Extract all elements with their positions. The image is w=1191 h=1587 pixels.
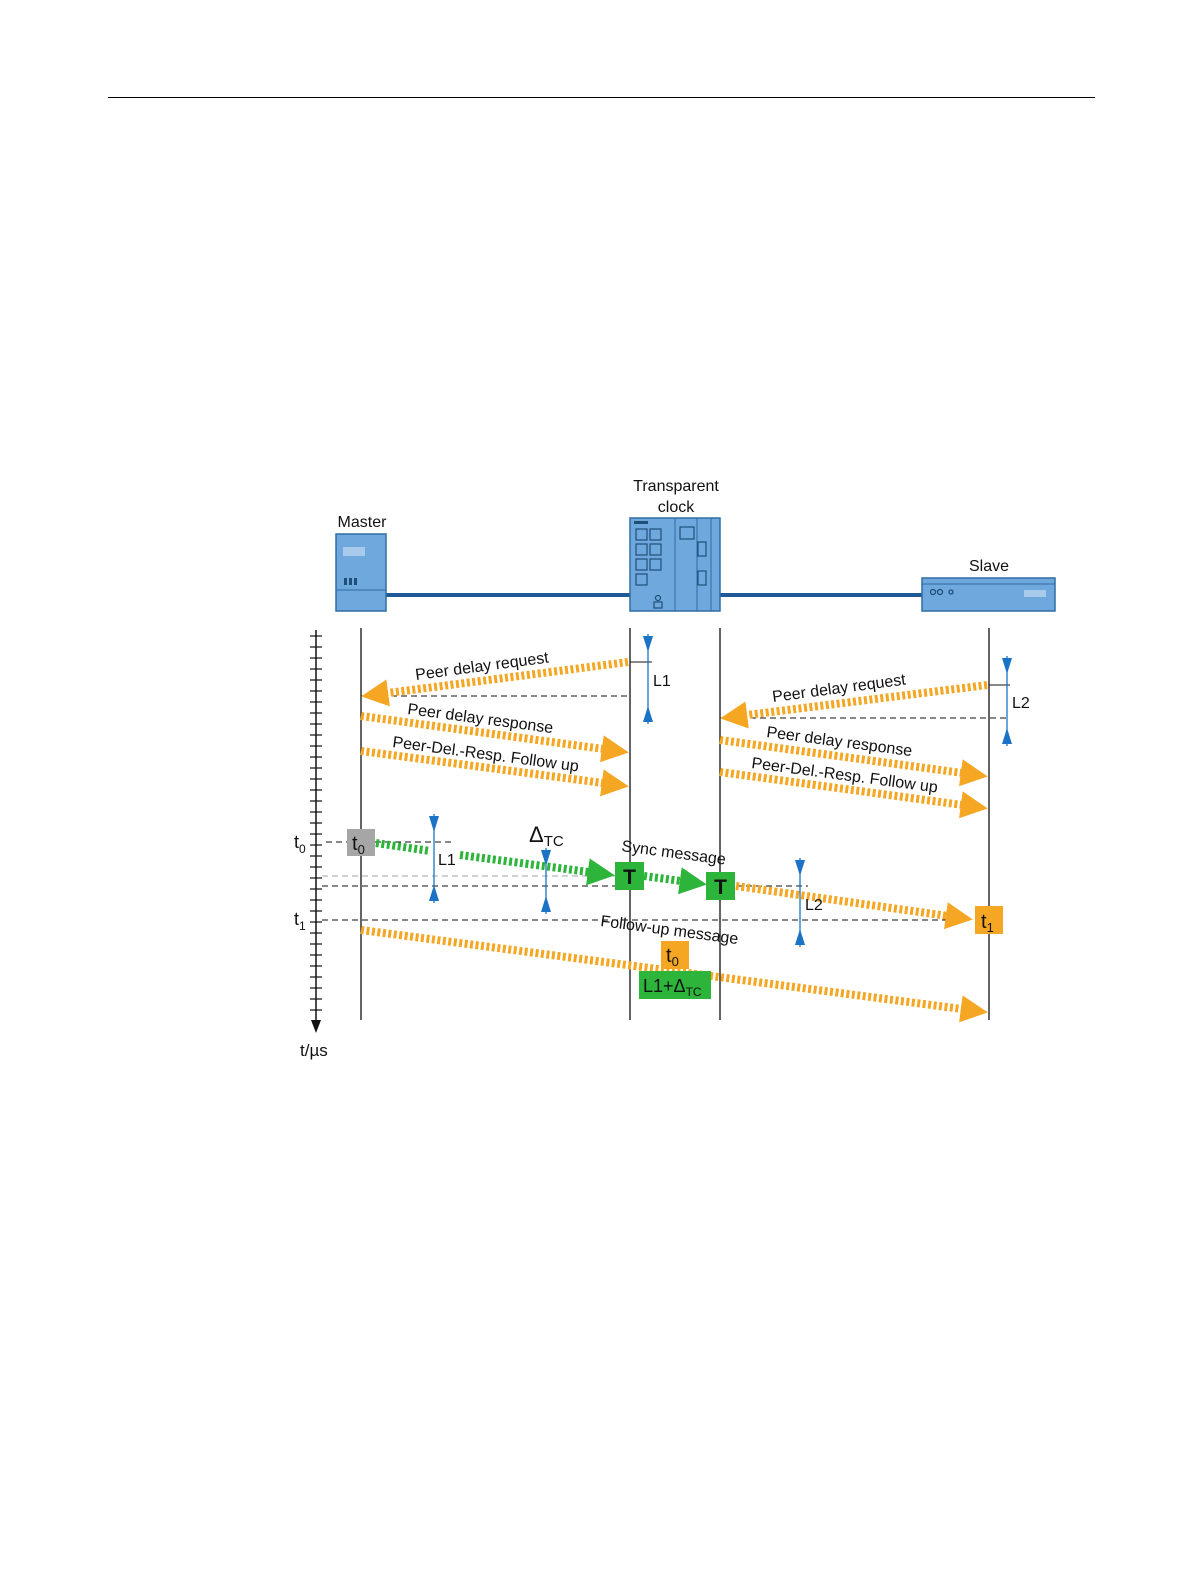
time-axis-label: t/µs xyxy=(300,1041,328,1060)
l1-sync-label: L1 xyxy=(438,852,456,869)
t0-axis-label: t0 xyxy=(294,832,306,856)
svg-text:T: T xyxy=(714,876,727,899)
tc-ingress-t-box: T xyxy=(615,862,644,890)
svg-text:T: T xyxy=(623,866,636,889)
t1-orange-box: t1 xyxy=(975,906,1003,935)
time-axis xyxy=(310,630,322,1033)
sync-arrow-1-b xyxy=(460,855,604,874)
delta-tc-label: ΔTC xyxy=(529,822,564,850)
transparent-clock-label-line2: clock xyxy=(658,499,695,516)
transparent-clock-label-line1: Transparent xyxy=(633,478,719,495)
sync-arrow-1-a xyxy=(376,843,430,851)
tc-egress-t-box: T xyxy=(706,872,735,900)
l2-top-label: L2 xyxy=(1012,695,1030,712)
master-led-icons xyxy=(344,578,357,585)
l2-sync-label: L2 xyxy=(805,897,823,914)
peer-follow-up-label-2: Peer-Del.-Resp. Follow up xyxy=(750,755,938,796)
follow-up-t0-box: t0 xyxy=(661,941,689,969)
peer-delay-request-label-1: Peer delay request xyxy=(414,650,550,684)
sync-arrow-2 xyxy=(644,876,696,883)
t1-axis-label: t1 xyxy=(294,909,306,933)
master-device xyxy=(336,534,386,611)
l1-top-label: L1 xyxy=(653,673,671,690)
peer-follow-up-label-1: Peer-Del.-Resp. Follow up xyxy=(391,734,579,775)
slave-label: Slave xyxy=(969,558,1009,575)
t0-gray-box: t0 xyxy=(347,829,375,857)
follow-up-correction-box: L1+ΔTC xyxy=(639,971,711,999)
peer-delay-response-label-2: Peer delay response xyxy=(765,724,913,760)
master-label: Master xyxy=(338,514,388,531)
slave-device xyxy=(922,578,1055,611)
sync-final-arrow xyxy=(736,886,962,918)
transparent-clock-device xyxy=(630,518,720,611)
peer-delay-response-label-1: Peer delay response xyxy=(406,701,554,737)
